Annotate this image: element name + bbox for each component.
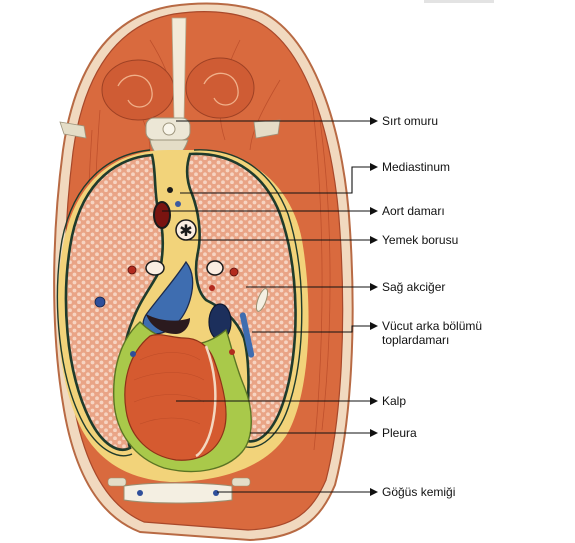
label-heart: Kalp bbox=[382, 394, 407, 408]
arrowhead-spine bbox=[370, 117, 378, 125]
right-vessel-red-2 bbox=[209, 285, 215, 291]
heart-muscle-texture bbox=[133, 352, 205, 425]
arrowhead-esophagus bbox=[370, 236, 378, 244]
arrowhead-pleura bbox=[370, 429, 378, 437]
left-bronchus bbox=[145, 260, 165, 276]
coronary-vessel-1 bbox=[130, 351, 136, 357]
arrowhead-aorta bbox=[370, 207, 378, 215]
label-right-lung: Sağ akciğer bbox=[382, 280, 446, 294]
arrowhead-heart bbox=[370, 397, 378, 405]
muscle-whorl-left bbox=[117, 74, 153, 108]
right-lung bbox=[185, 152, 297, 443]
vena-cava-right-lumen bbox=[255, 288, 269, 312]
right-bronchus bbox=[206, 260, 224, 276]
spinous-process bbox=[171, 17, 187, 121]
left-vessel-red bbox=[127, 265, 137, 275]
pleura-outline bbox=[56, 149, 303, 457]
arrowhead-right-lung bbox=[370, 283, 378, 291]
arrowhead-sternum bbox=[370, 488, 378, 496]
vessel-small-2 bbox=[175, 201, 181, 207]
heart bbox=[124, 334, 227, 461]
heart-septum bbox=[195, 345, 217, 458]
dorsal-muscle-left bbox=[101, 59, 175, 121]
label-aorta: Aort damarı bbox=[382, 204, 445, 218]
leader-vena-cava bbox=[252, 325, 371, 333]
label-esophagus: Yemek borusu bbox=[382, 233, 459, 247]
leader-arrowheads bbox=[370, 117, 378, 496]
label-pleura: Pleura bbox=[382, 426, 417, 440]
vena-cava-right-vessel bbox=[239, 312, 255, 358]
label-spine: Sırt omuru bbox=[382, 114, 439, 128]
left-vessel-blue bbox=[94, 296, 106, 308]
dorsal-muscle-right bbox=[185, 57, 255, 119]
label-vena-cava: Vücut arka bölümü toplardamarı bbox=[382, 319, 483, 347]
leader-mediastinum bbox=[180, 166, 371, 194]
right-vessel-red bbox=[229, 267, 239, 277]
label-sternum: Göğüs kemiği bbox=[382, 485, 456, 499]
arrowhead-mediastinum bbox=[370, 163, 378, 171]
left-atrium bbox=[146, 314, 190, 334]
muscle-whorl-right bbox=[203, 72, 239, 106]
top-edge-tab bbox=[424, 0, 494, 3]
arrowhead-vena-cava bbox=[370, 322, 378, 330]
esophagus-lumen-icon: ✱ bbox=[179, 221, 192, 240]
sternum bbox=[107, 477, 251, 504]
label-mediastinum: Mediastinum bbox=[382, 160, 451, 174]
coronary-vessel-2 bbox=[229, 349, 235, 355]
leader-lines bbox=[162, 120, 371, 493]
aorta bbox=[153, 201, 171, 229]
vessel-small-1 bbox=[167, 187, 173, 193]
